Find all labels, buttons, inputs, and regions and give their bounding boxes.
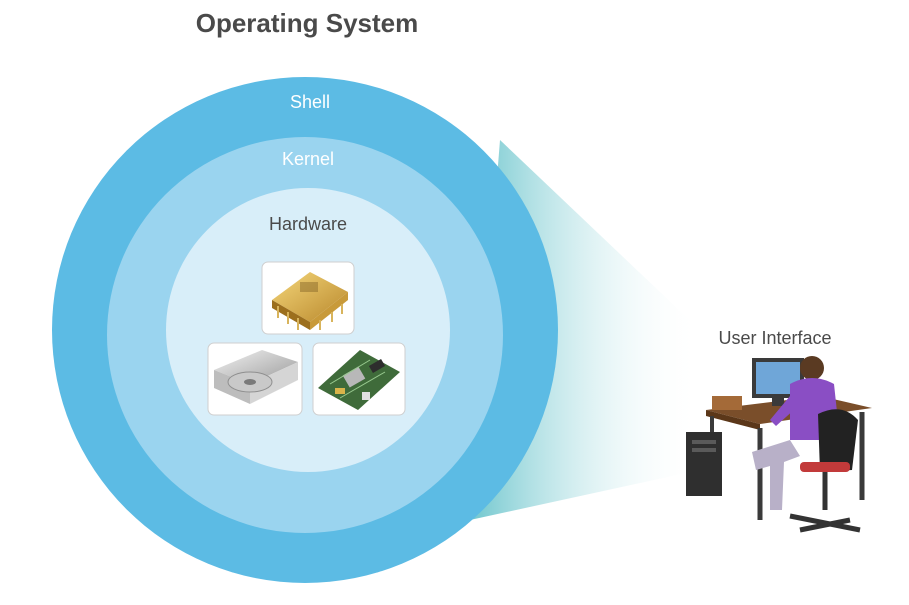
diagram-title: Operating System	[196, 8, 419, 38]
hardware-label: Hardware	[269, 214, 347, 234]
user-interface-label: User Interface	[718, 328, 831, 348]
user-workstation-icon	[686, 356, 872, 533]
cpu-chip-icon	[261, 261, 355, 335]
kernel-label: Kernel	[282, 149, 334, 169]
optical-drive-icon	[207, 342, 303, 416]
shell-label: Shell	[290, 92, 330, 112]
motherboard-icon	[312, 342, 406, 416]
